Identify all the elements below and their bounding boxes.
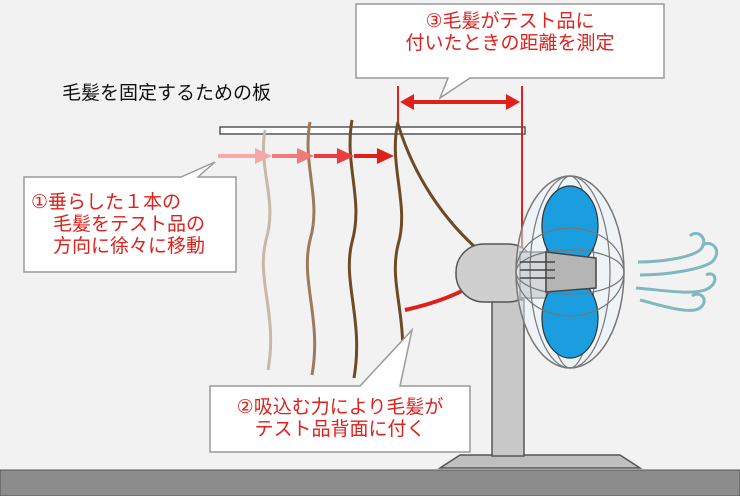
callout-box-step1 bbox=[23, 161, 237, 273]
fan-head bbox=[515, 175, 625, 369]
hair-strand-3 bbox=[347, 119, 359, 379]
callout-step1-text: ①垂らした１本の 毛髪をテスト品の 方向に徐々に移動 bbox=[31, 191, 231, 257]
movement-arrows bbox=[218, 148, 394, 164]
step3-line1: ③毛髪がテスト品に bbox=[425, 10, 595, 32]
callout-step3-text: ③毛髪がテスト品に 付いたときの距離を測定 bbox=[360, 10, 660, 54]
step2-line2: テスト品背面に付く bbox=[254, 418, 426, 440]
hair-strand-2 bbox=[305, 121, 317, 376]
callout-box-step3 bbox=[355, 3, 665, 100]
floor bbox=[0, 469, 740, 496]
step1-line3: 方向に徐々に移動 bbox=[53, 235, 206, 257]
step2-line1: ②吸込む力により毛髪が bbox=[236, 396, 444, 418]
step3-line2: 付いたときの距離を測定 bbox=[405, 32, 615, 54]
callout-step2-text: ②吸込む力により毛髪が テスト品背面に付く bbox=[210, 396, 470, 440]
fixing-plate bbox=[219, 126, 526, 135]
plate-label: 毛髪を固定するための板 bbox=[62, 82, 272, 104]
hair-strand-1 bbox=[261, 129, 273, 371]
wind-icon bbox=[635, 231, 719, 312]
hair-strand-4 bbox=[393, 121, 405, 381]
callout-box-step2 bbox=[209, 327, 471, 453]
step1-line1: ①垂らした１本の bbox=[31, 191, 182, 213]
step1-line2: 毛髪をテスト品の bbox=[53, 213, 206, 235]
